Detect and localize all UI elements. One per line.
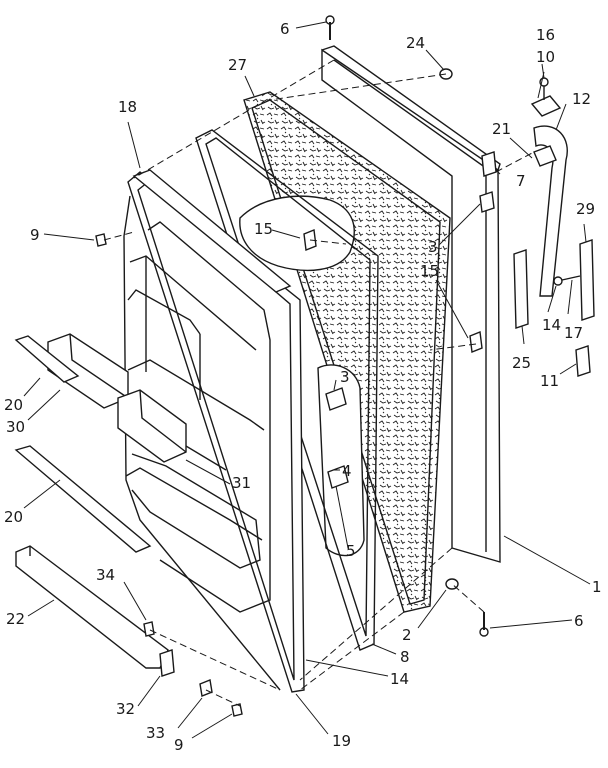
label-33: 33 (146, 724, 165, 742)
clip-34 (143, 621, 155, 637)
handle-trim-left (513, 249, 529, 329)
label-3-top: 3 (428, 238, 438, 256)
label-3-mid: 3 (340, 368, 350, 386)
label-25: 25 (512, 354, 531, 372)
label-12: 12 (572, 90, 591, 108)
label-6-bottom: 6 (574, 612, 584, 630)
label-22: 22 (6, 610, 25, 628)
label-14-bottom: 14 (390, 670, 409, 688)
breaker-frame (195, 129, 379, 651)
leader-lines (23, 21, 591, 739)
label-14-handle: 14 (542, 316, 561, 334)
label-21: 21 (492, 120, 511, 138)
dairy-bin (131, 453, 261, 569)
handle-screw (553, 275, 581, 286)
label-17: 17 (564, 324, 583, 342)
label-20-upper: 20 (4, 396, 23, 414)
label-34: 34 (96, 566, 115, 584)
label-30: 30 (6, 418, 25, 436)
label-10: 10 (536, 48, 555, 66)
bottom-trim (15, 545, 169, 669)
trim-strip-top (132, 169, 292, 293)
label-4: 4 (342, 462, 352, 480)
label-9-bottom: 9 (174, 736, 184, 754)
screw-9-top (95, 233, 107, 247)
label-5: 5 (346, 542, 356, 560)
top-screw (325, 15, 335, 40)
label-15-left: 15 (254, 220, 273, 238)
label-18: 18 (118, 98, 137, 116)
clip-33 (199, 679, 213, 697)
inner-door-liner (123, 171, 305, 693)
label-24: 24 (406, 34, 425, 52)
hinge-cover-32 (159, 649, 175, 677)
shelf-rail-lower (14, 445, 152, 553)
label-6-top: 6 (280, 20, 290, 38)
label-1: 1 (592, 578, 602, 596)
label-31: 31 (232, 474, 251, 492)
label-16: 16 (536, 26, 555, 44)
label-19: 19 (332, 732, 351, 750)
screw-9-bottom (231, 703, 243, 717)
label-27: 27 (228, 56, 247, 74)
hinge-bracket (479, 151, 497, 213)
shelf-rail-upper (14, 335, 80, 383)
alignment-lines (103, 59, 535, 707)
part-number-labels: 6 24 16 10 27 18 12 21 7 9 15 3 29 15 14… (4, 20, 602, 754)
end-cap (575, 345, 591, 377)
handle-assembly (530, 77, 568, 297)
foam-insulation-liner (239, 91, 451, 613)
label-8: 8 (400, 648, 410, 666)
door-shelf-middle (117, 389, 187, 463)
label-2: 2 (402, 626, 412, 644)
label-7: 7 (516, 172, 526, 190)
label-9-top: 9 (30, 226, 40, 244)
label-11: 11 (540, 372, 559, 390)
label-29: 29 (576, 200, 595, 218)
label-15-right: 15 (420, 262, 439, 280)
latch-plate (325, 387, 349, 489)
handle-trim-right (579, 239, 595, 321)
label-32: 32 (116, 700, 135, 718)
label-20-lower: 20 (4, 508, 23, 526)
bottom-screw (479, 612, 489, 637)
